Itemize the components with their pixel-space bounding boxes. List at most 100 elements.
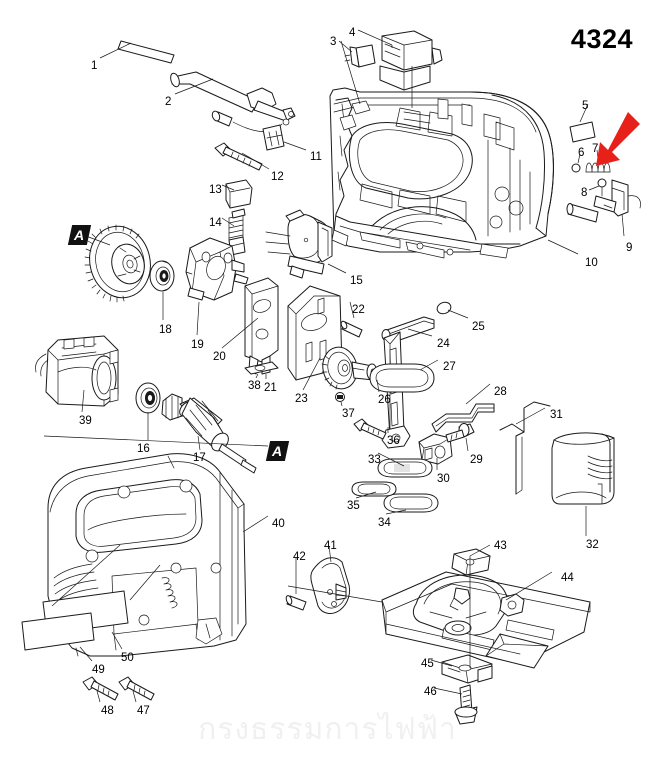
part-callout-19: 19 bbox=[191, 339, 204, 351]
part-callout-7: 7 bbox=[592, 143, 599, 155]
part-17-shape bbox=[161, 393, 257, 474]
part-22-shape bbox=[340, 320, 363, 338]
part-39-shape bbox=[35, 335, 119, 407]
part-callout-48: 48 bbox=[101, 705, 114, 717]
part-callout-10: 10 bbox=[585, 257, 598, 269]
part-callout-13: 13 bbox=[209, 184, 222, 196]
drive-gear-shape bbox=[84, 224, 151, 303]
part-callout-40: 40 bbox=[272, 518, 285, 530]
part-callout-36: 36 bbox=[387, 435, 400, 447]
part-13-shape bbox=[225, 179, 253, 209]
part-1-shape bbox=[117, 40, 175, 64]
part-callout-23: 23 bbox=[295, 393, 308, 405]
part-callout-35: 35 bbox=[347, 500, 360, 512]
part-15-shape bbox=[265, 209, 333, 279]
model-number-title: 4324 bbox=[570, 24, 633, 54]
part-49-shape bbox=[21, 612, 95, 651]
part-16-shape bbox=[135, 382, 161, 414]
part-19-shape bbox=[185, 237, 249, 301]
part-callout-27: 27 bbox=[443, 361, 456, 373]
part-45-shape bbox=[441, 654, 493, 684]
part-38-shape bbox=[244, 361, 279, 375]
part-2-shape bbox=[170, 71, 296, 132]
part-callout-2: 2 bbox=[165, 96, 172, 108]
part-callout-37: 37 bbox=[342, 408, 355, 420]
part-37-shape bbox=[335, 392, 345, 402]
part-47-shape bbox=[118, 676, 155, 701]
part-callout-32: 32 bbox=[586, 539, 599, 551]
part-44-shape bbox=[381, 571, 591, 669]
part-30-shape bbox=[418, 433, 453, 465]
part-10-shape bbox=[329, 87, 554, 259]
part-46-shape bbox=[454, 684, 478, 725]
part-28-shape bbox=[431, 403, 495, 433]
part-callout-21: 21 bbox=[264, 382, 277, 394]
part-callout-17: 17 bbox=[193, 452, 206, 464]
part-callout-50: 50 bbox=[121, 652, 134, 664]
part-callout-29: 29 bbox=[470, 454, 483, 466]
part-callout-30: 30 bbox=[437, 473, 450, 485]
part-callout-14: 14 bbox=[209, 217, 222, 229]
red-arrow-icon bbox=[596, 112, 640, 166]
part-callout-47: 47 bbox=[137, 705, 150, 717]
part-29-shape bbox=[445, 423, 475, 443]
part-callout-8: 8 bbox=[581, 187, 588, 199]
part-7-shape bbox=[585, 162, 611, 173]
part-callout-38: 38 bbox=[248, 380, 261, 392]
part-callout-42: 42 bbox=[293, 551, 306, 563]
part-callout-46: 46 bbox=[424, 686, 437, 698]
section-marker-label: A bbox=[74, 227, 85, 243]
part-callout-11: 11 bbox=[310, 151, 322, 163]
part-callout-25: 25 bbox=[472, 321, 485, 333]
part-callout-26: 26 bbox=[378, 394, 391, 406]
part-5-shape bbox=[569, 121, 596, 143]
part-callout-43: 43 bbox=[494, 540, 507, 552]
part-callout-28: 28 bbox=[494, 386, 507, 398]
watermark-text: กรงธรรมการไฟฟ้า bbox=[198, 712, 457, 747]
part-8-shape bbox=[597, 178, 607, 197]
part-35-shape bbox=[351, 481, 397, 497]
part-callout-5: 5 bbox=[582, 100, 589, 112]
part-callout-4: 4 bbox=[349, 27, 356, 39]
section-marker-label: A bbox=[272, 443, 283, 459]
part-36-shape bbox=[353, 418, 387, 440]
part-9-shape bbox=[566, 179, 641, 223]
part-11-shape bbox=[262, 124, 285, 151]
part-callout-24: 24 bbox=[437, 338, 450, 350]
part-42-shape bbox=[285, 595, 307, 611]
part-callout-33: 33 bbox=[368, 454, 381, 466]
part-4-shape bbox=[379, 30, 443, 91]
part-6-shape bbox=[571, 163, 581, 173]
part-14-shape bbox=[228, 208, 246, 256]
part-43-shape bbox=[451, 548, 491, 576]
leader-lines bbox=[43, 29, 625, 703]
part-3-shape bbox=[344, 44, 376, 68]
part-callout-31: 31 bbox=[550, 409, 563, 421]
part-callout-44: 44 bbox=[561, 572, 574, 584]
part-32-shape bbox=[551, 432, 615, 505]
part-33-shape bbox=[377, 458, 433, 478]
part-callout-45: 45 bbox=[421, 658, 434, 670]
part-callout-12: 12 bbox=[271, 171, 284, 183]
part-callout-16: 16 bbox=[137, 443, 150, 455]
part-callout-49: 49 bbox=[92, 664, 105, 676]
part-20-shape bbox=[244, 277, 279, 375]
part-callout-9: 9 bbox=[626, 242, 633, 254]
part-48-shape bbox=[82, 676, 119, 701]
part-callout-41: 41 bbox=[324, 540, 337, 552]
part-callout-39: 39 bbox=[79, 415, 92, 427]
part-callout-20: 20 bbox=[213, 351, 226, 363]
part-callout-15: 15 bbox=[350, 275, 363, 287]
part-callout-22: 22 bbox=[352, 304, 365, 316]
part-18-shape bbox=[149, 260, 175, 292]
part-41-shape bbox=[310, 557, 351, 614]
part-callout-34: 34 bbox=[378, 517, 391, 529]
part-callout-3: 3 bbox=[330, 36, 337, 48]
part-27-shape bbox=[369, 331, 435, 449]
part-callout-1: 1 bbox=[91, 60, 98, 72]
part-34-shape bbox=[383, 493, 439, 513]
part-12-shape bbox=[214, 142, 263, 171]
part-callout-18: 18 bbox=[159, 324, 172, 336]
